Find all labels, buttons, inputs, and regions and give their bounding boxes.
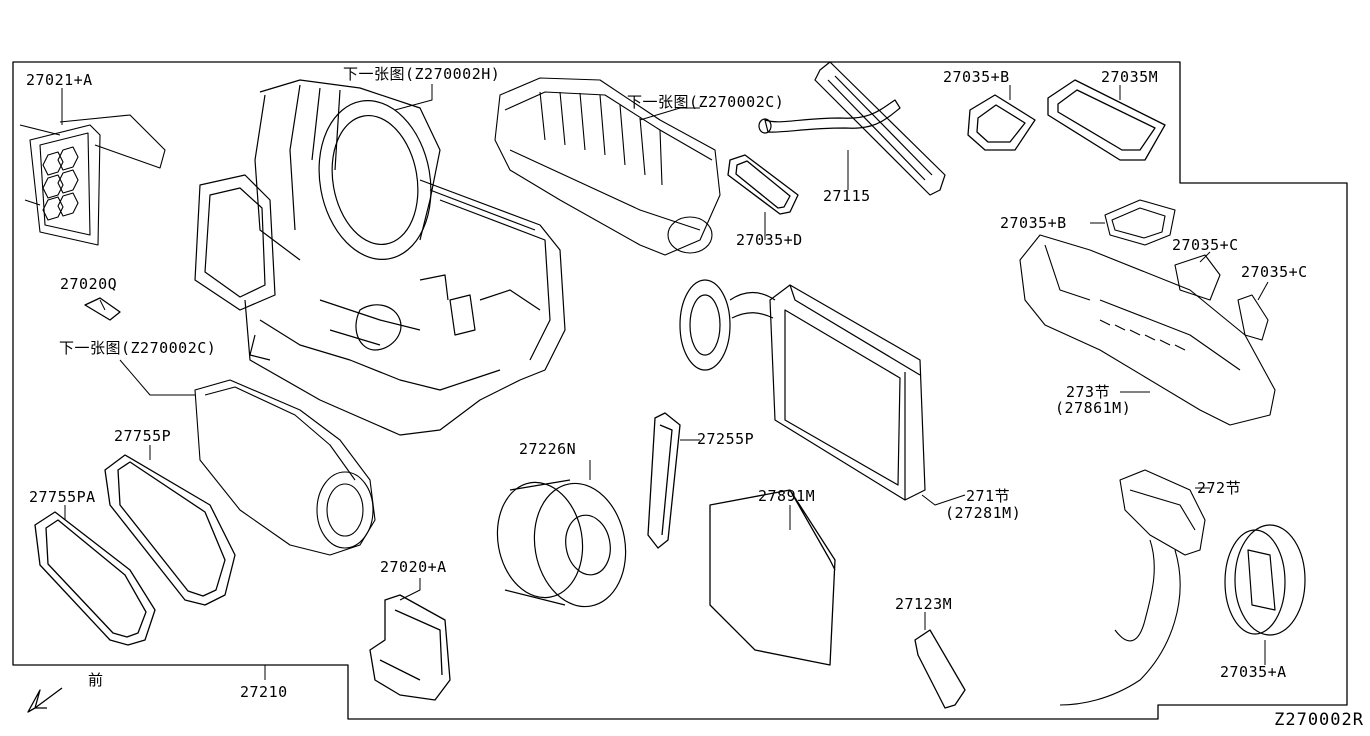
label-272-section[interactable]: 272节 <box>1197 479 1242 497</box>
label-27020-a[interactable]: 27020+A <box>380 558 447 576</box>
label-27035-c-1[interactable]: 27035+C <box>1172 236 1239 254</box>
front-arrow-icon <box>27 687 63 713</box>
label-27035-b-top[interactable]: 27035+B <box>943 68 1010 86</box>
label-27861m: (27861M) <box>1055 399 1132 417</box>
part-271-evaporator <box>679 279 926 501</box>
label-27115[interactable]: 27115 <box>823 187 871 205</box>
label-27035-d[interactable]: 27035+D <box>736 231 803 249</box>
part-273-duct <box>1019 199 1276 426</box>
diagram-code: Z270002R <box>1274 710 1364 730</box>
label-27281m: (27281M) <box>945 504 1022 522</box>
label-27755pa[interactable]: 27755PA <box>29 488 96 506</box>
label-27035-c-2[interactable]: 27035+C <box>1241 263 1308 281</box>
part-27210-hvac-case <box>194 79 566 436</box>
part-272-actuator <box>1059 469 1206 706</box>
part-27891m <box>709 489 836 666</box>
part-blower-shroud <box>194 379 376 556</box>
label-273-section[interactable]: 273节 <box>1066 383 1111 401</box>
label-ref-z270002c-left[interactable]: 下一张图(Z270002C) <box>59 339 217 357</box>
part-27035-a <box>1224 524 1306 636</box>
frame-border <box>12 61 1348 720</box>
label-27210[interactable]: 27210 <box>240 683 288 701</box>
part-upper-duct <box>494 77 721 256</box>
label-27035m[interactable]: 27035M <box>1101 68 1159 86</box>
label-27035-a[interactable]: 27035+A <box>1220 663 1287 681</box>
label-ref-z270002h[interactable]: 下一张图(Z270002H) <box>343 65 501 83</box>
part-27755pa <box>34 511 156 646</box>
label-27755p[interactable]: 27755P <box>114 427 172 445</box>
leader-lines <box>61 84 1269 680</box>
part-27115-heater-core <box>758 61 946 196</box>
label-27255p[interactable]: 27255P <box>697 430 755 448</box>
label-27226n[interactable]: 27226N <box>519 440 577 458</box>
part-27035-d <box>727 154 799 215</box>
part-27035m <box>1047 79 1166 161</box>
label-27891m[interactable]: 27891M <box>758 487 816 505</box>
part-27755p <box>104 454 236 606</box>
label-ref-z270002c-top[interactable]: 下一张图(Z270002C) <box>627 93 785 111</box>
label-271-section[interactable]: 271节 <box>966 487 1011 505</box>
label-27021-a[interactable]: 27021+A <box>26 71 93 89</box>
label-27123m[interactable]: 27123M <box>895 595 953 613</box>
label-front: 前 <box>88 671 104 689</box>
part-27226n-blower <box>496 479 627 608</box>
part-27020q <box>84 297 121 321</box>
label-27035-b-mid[interactable]: 27035+B <box>1000 214 1067 232</box>
label-27020q[interactable]: 27020Q <box>60 275 118 293</box>
part-27020-a <box>369 594 451 701</box>
part-27021-a <box>19 114 166 246</box>
part-27035-b-top <box>967 94 1036 151</box>
part-27123m <box>914 629 966 709</box>
part-27255p <box>647 412 681 549</box>
